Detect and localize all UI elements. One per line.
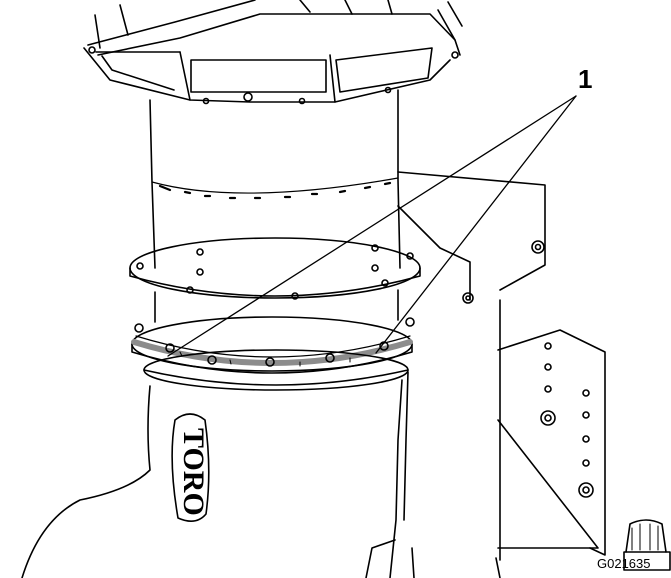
lower-flange (131, 316, 415, 374)
chute-body (21, 371, 415, 578)
figure-id: G021635 (597, 556, 651, 571)
callout-number: 1 (578, 64, 593, 94)
lower-cylinder (154, 289, 399, 323)
upper-cylinder (149, 89, 401, 269)
knob (623, 519, 671, 571)
upper-flange (129, 237, 421, 300)
toro-logo: TORO (177, 428, 210, 516)
callout-leaders (167, 95, 577, 357)
deflector-cap (83, 0, 463, 105)
side-bracket (495, 299, 606, 578)
clamp-ring (143, 349, 409, 391)
rear-housing (397, 171, 546, 304)
logo-plate: TORO (171, 413, 210, 522)
